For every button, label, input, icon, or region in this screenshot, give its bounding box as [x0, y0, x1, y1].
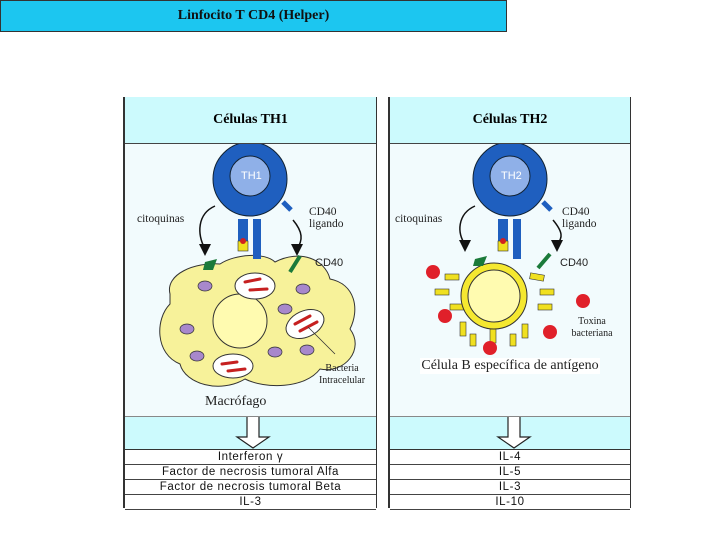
macrophage-label: Macrófago — [205, 394, 267, 409]
th1-illustration: TH1 citoquinas CD40 ligando CD40 Bacteri… — [125, 144, 376, 416]
th2-product-2: IL-5 — [390, 465, 630, 480]
antibodies — [434, 272, 555, 347]
th2-arrow-row — [390, 416, 630, 450]
macrophage-nucleus — [212, 293, 268, 349]
bcell-inner — [467, 269, 521, 323]
th2-illustration: TH2 citoquinas CD40 ligando CD40 Toxina … — [390, 144, 630, 416]
th2-product-1: IL-4 — [390, 450, 630, 465]
th2-cd40-label: CD40 — [560, 257, 589, 269]
th2-product-4: IL-10 — [390, 495, 630, 510]
th1-header: Células TH1 — [125, 97, 376, 144]
th1-product-2: Factor de necrosis tumoral Alfa — [125, 465, 376, 480]
bacteria — [220, 277, 319, 373]
th2-cd40-ligand-label: CD40 ligando — [562, 206, 597, 230]
bcell-label: Célula B específica de antígeno — [420, 358, 600, 374]
th1-cytokines-label: citoquinas — [137, 213, 185, 225]
th1-column: Células TH1 — [123, 97, 377, 510]
th1-cell-label: TH1 — [241, 170, 262, 182]
toxins — [426, 265, 590, 355]
table-title: Linfocito T CD4 (Helper) — [0, 0, 507, 32]
th1-macrophage-diagram — [159, 144, 356, 387]
th1-product-1: Interferon γ — [125, 450, 376, 465]
th1-cd40-ligand-label: CD40 ligando — [309, 206, 344, 230]
th2-cytokines-label: citoquinas — [395, 213, 443, 225]
bacteria-vacuoles — [212, 272, 325, 379]
th2-cell-label: TH2 — [501, 170, 522, 182]
toxin-label: Toxina bacteriana — [571, 316, 613, 339]
th2-bcell-diagram — [426, 144, 590, 355]
th1-cd40-label: CD40 — [315, 257, 344, 269]
th2-column: Células TH2 — [388, 97, 631, 510]
th2-header: Células TH2 — [390, 97, 630, 144]
bacteria-label: Bacteria Intracelular — [318, 363, 366, 386]
th2-cell-nucleus — [489, 155, 531, 197]
th1-product-3: Factor de necrosis tumoral Beta — [125, 480, 376, 495]
down-arrow-icon — [235, 417, 271, 449]
th2-product-3: IL-3 — [390, 480, 630, 495]
down-arrow-icon — [496, 417, 532, 449]
th1-arrow-row — [125, 416, 376, 450]
th1-product-4: IL-3 — [125, 495, 376, 510]
granules — [179, 280, 315, 362]
th1-cell-nucleus — [229, 155, 271, 197]
